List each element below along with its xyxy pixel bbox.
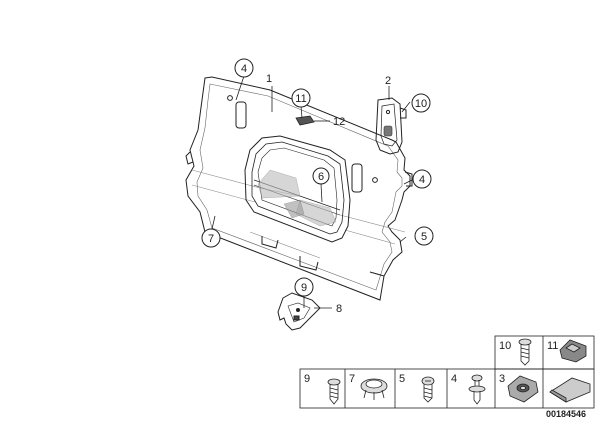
label-12: 12 [333, 116, 345, 128]
svg-text:10: 10 [415, 98, 427, 110]
nut-clip-icon [507, 375, 539, 403]
svg-text:7: 7 [349, 373, 355, 385]
opening-frame [244, 135, 351, 243]
svg-text:5: 5 [399, 373, 405, 385]
label-1: 1 [266, 73, 272, 85]
diagram-id: 00184546 [546, 409, 586, 419]
svg-text:11: 11 [547, 340, 558, 352]
label-2: 2 [385, 75, 391, 87]
callout-9: 9 [294, 277, 314, 297]
cell-9: 9 [304, 373, 341, 405]
cell-4: 4 [451, 373, 486, 405]
bracket-part [277, 292, 321, 331]
trim-panel [185, 76, 413, 301]
svg-text:9: 9 [301, 282, 307, 294]
svg-text:7: 7 [208, 233, 214, 245]
svg-text:4: 4 [451, 373, 457, 385]
leader-lines [211, 75, 413, 309]
cell-misc-part [549, 377, 591, 403]
cell-3: 3 [499, 373, 539, 403]
svg-text:9: 9 [304, 373, 310, 385]
callout-4-top: 4 [234, 58, 254, 78]
screw-icon [518, 338, 532, 366]
trim-piece-icon [549, 377, 591, 403]
grommet-icon [360, 378, 388, 400]
bolt-icon [421, 376, 435, 403]
callout-6: 6 [312, 167, 330, 185]
svg-text:6: 6 [318, 171, 324, 183]
parts-table [299, 335, 595, 409]
svg-text:4: 4 [419, 174, 425, 186]
svg-text:11: 11 [295, 93, 306, 105]
callout-5: 5 [414, 226, 434, 246]
cell-10: 10 [499, 338, 532, 366]
screw-icon [327, 378, 341, 405]
svg-text:10: 10 [499, 340, 511, 352]
callout-10: 10 [411, 93, 431, 113]
svg-text:5: 5 [421, 231, 427, 243]
svg-text:4: 4 [241, 63, 247, 75]
cell-5: 5 [399, 373, 435, 403]
clip-icon [559, 339, 587, 363]
callout-11: 11 [291, 88, 311, 108]
handle-part [375, 97, 407, 155]
small-clip-part [295, 115, 315, 126]
push-rivet-icon [468, 374, 486, 405]
callout-4-right: 4 [412, 169, 432, 189]
callout-7: 7 [201, 228, 221, 248]
svg-text:3: 3 [499, 373, 505, 385]
label-8: 8 [336, 303, 342, 315]
cell-11: 11 [547, 339, 587, 363]
cell-7: 7 [349, 373, 388, 400]
